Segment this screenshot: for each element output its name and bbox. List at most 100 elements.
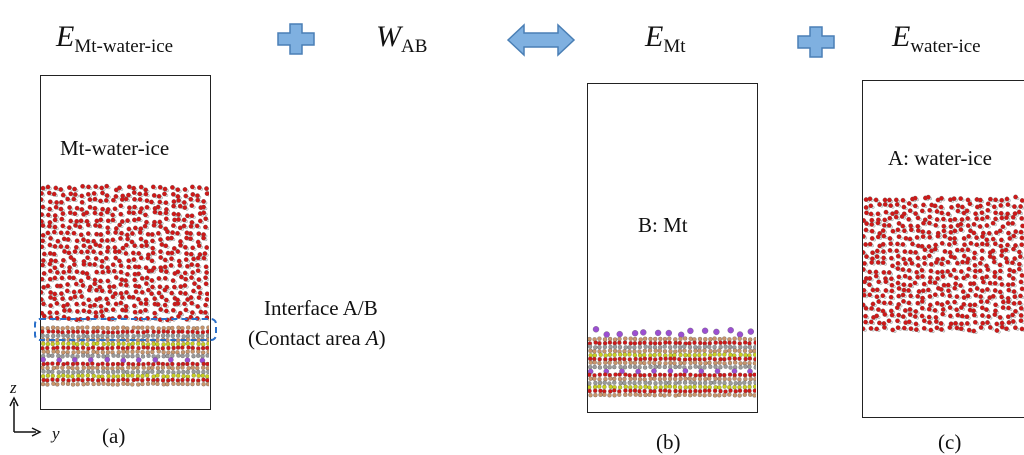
- oxygen-atom: [178, 226, 182, 230]
- clay-atom: [649, 337, 653, 341]
- oxygen-atom: [960, 260, 964, 264]
- oxygen-atom: [79, 233, 83, 237]
- oxygen-atom: [62, 270, 66, 274]
- oxygen-atom: [992, 256, 996, 260]
- clay-atom: [727, 349, 731, 353]
- oxygen-atom: [908, 237, 912, 241]
- clay-atom: [72, 350, 76, 354]
- clay-atom: [137, 346, 141, 350]
- oxygen-atom: [41, 302, 45, 306]
- oxygen-atom: [887, 198, 891, 202]
- clay-atom: [643, 393, 647, 397]
- oxygen-atom: [968, 202, 972, 206]
- oxygen-atom: [176, 301, 180, 305]
- clay-atom: [718, 337, 722, 341]
- clay-atom: [698, 393, 702, 397]
- oxygen-atom: [863, 293, 866, 297]
- oxygen-atom: [182, 302, 186, 306]
- oxygen-atom: [960, 314, 964, 318]
- oxygen-atom: [928, 208, 932, 212]
- clay-atom: [649, 377, 653, 381]
- cation-atom: [737, 332, 743, 338]
- oxygen-atom: [901, 299, 905, 303]
- clay-atom: [678, 389, 682, 393]
- oxygen-atom: [138, 230, 142, 234]
- oxygen-atom: [196, 198, 200, 202]
- clay-atom: [161, 378, 165, 382]
- oxygen-atom: [967, 234, 971, 238]
- oxygen-atom: [166, 251, 170, 255]
- oxygen-atom: [954, 308, 958, 312]
- oxygen-atom: [144, 302, 148, 306]
- oxygen-atom: [163, 187, 167, 191]
- clay-atom: [663, 373, 667, 377]
- clay-atom: [72, 378, 76, 382]
- oxygen-atom: [935, 326, 939, 330]
- oxygen-atom: [41, 258, 45, 262]
- clay-atom: [61, 382, 65, 386]
- oxygen-atom: [131, 295, 135, 299]
- clay-atom: [613, 345, 617, 349]
- oxygen-atom: [145, 199, 149, 203]
- oxygen-atom: [888, 248, 892, 252]
- clay-atom: [191, 350, 195, 354]
- oxygen-atom: [874, 270, 878, 274]
- oxygen-atom: [940, 302, 944, 306]
- oxygen-atom: [1020, 287, 1024, 291]
- oxygen-atom: [934, 319, 938, 323]
- oxygen-atom: [93, 278, 97, 282]
- clay-atom: [116, 383, 120, 387]
- clay-atom: [126, 354, 130, 358]
- oxygen-atom: [56, 239, 60, 243]
- oxygen-atom: [119, 231, 123, 235]
- oxygen-atom: [118, 223, 122, 227]
- clay-atom: [151, 346, 155, 350]
- clay-atom: [166, 378, 170, 382]
- clay-atom: [743, 337, 747, 341]
- clay-atom: [106, 350, 110, 354]
- oxygen-atom: [42, 252, 46, 256]
- oxygen-atom: [190, 220, 194, 224]
- oxygen-atom: [881, 228, 885, 232]
- oxygen-atom: [998, 229, 1002, 233]
- clay-atom: [116, 370, 120, 374]
- clay-atom: [171, 378, 175, 382]
- clay-atom: [112, 354, 116, 358]
- oxygen-atom: [902, 326, 906, 330]
- oxygen-atom: [1012, 234, 1016, 238]
- clay-atom: [688, 377, 692, 381]
- clay-atom: [708, 357, 712, 361]
- oxygen-atom: [172, 212, 176, 216]
- oxygen-atom: [178, 204, 182, 208]
- oxygen-atom: [1006, 300, 1010, 304]
- oxygen-atom: [178, 243, 182, 247]
- clay-atom: [628, 353, 632, 357]
- clay-atom: [603, 345, 607, 349]
- oxygen-atom: [921, 289, 925, 293]
- oxygen-atom: [46, 231, 50, 235]
- oxygen-atom: [889, 295, 893, 299]
- clay-atom: [107, 374, 111, 378]
- clay-atom: [633, 361, 637, 365]
- clay-atom: [683, 361, 687, 365]
- clay-atom: [613, 341, 617, 345]
- clay-atom: [698, 357, 702, 361]
- clay-atom: [187, 346, 191, 350]
- clay-atom: [201, 346, 205, 350]
- clay-atom: [55, 378, 59, 382]
- oxygen-atom: [1005, 260, 1009, 264]
- oxygen-atom: [171, 192, 175, 196]
- clay-atom: [116, 374, 120, 378]
- oxygen-atom: [949, 205, 953, 209]
- oxygen-atom: [204, 186, 208, 190]
- clay-atom: [116, 378, 120, 382]
- oxygen-atom: [920, 299, 924, 303]
- oxygen-atom: [195, 194, 199, 198]
- clay-atom: [729, 381, 733, 385]
- oxygen-atom: [992, 260, 996, 264]
- oxygen-atom: [890, 289, 894, 293]
- clay-atom: [201, 366, 205, 370]
- oxygen-atom: [959, 305, 963, 309]
- clay-atom: [754, 366, 756, 370]
- oxygen-atom: [47, 224, 51, 228]
